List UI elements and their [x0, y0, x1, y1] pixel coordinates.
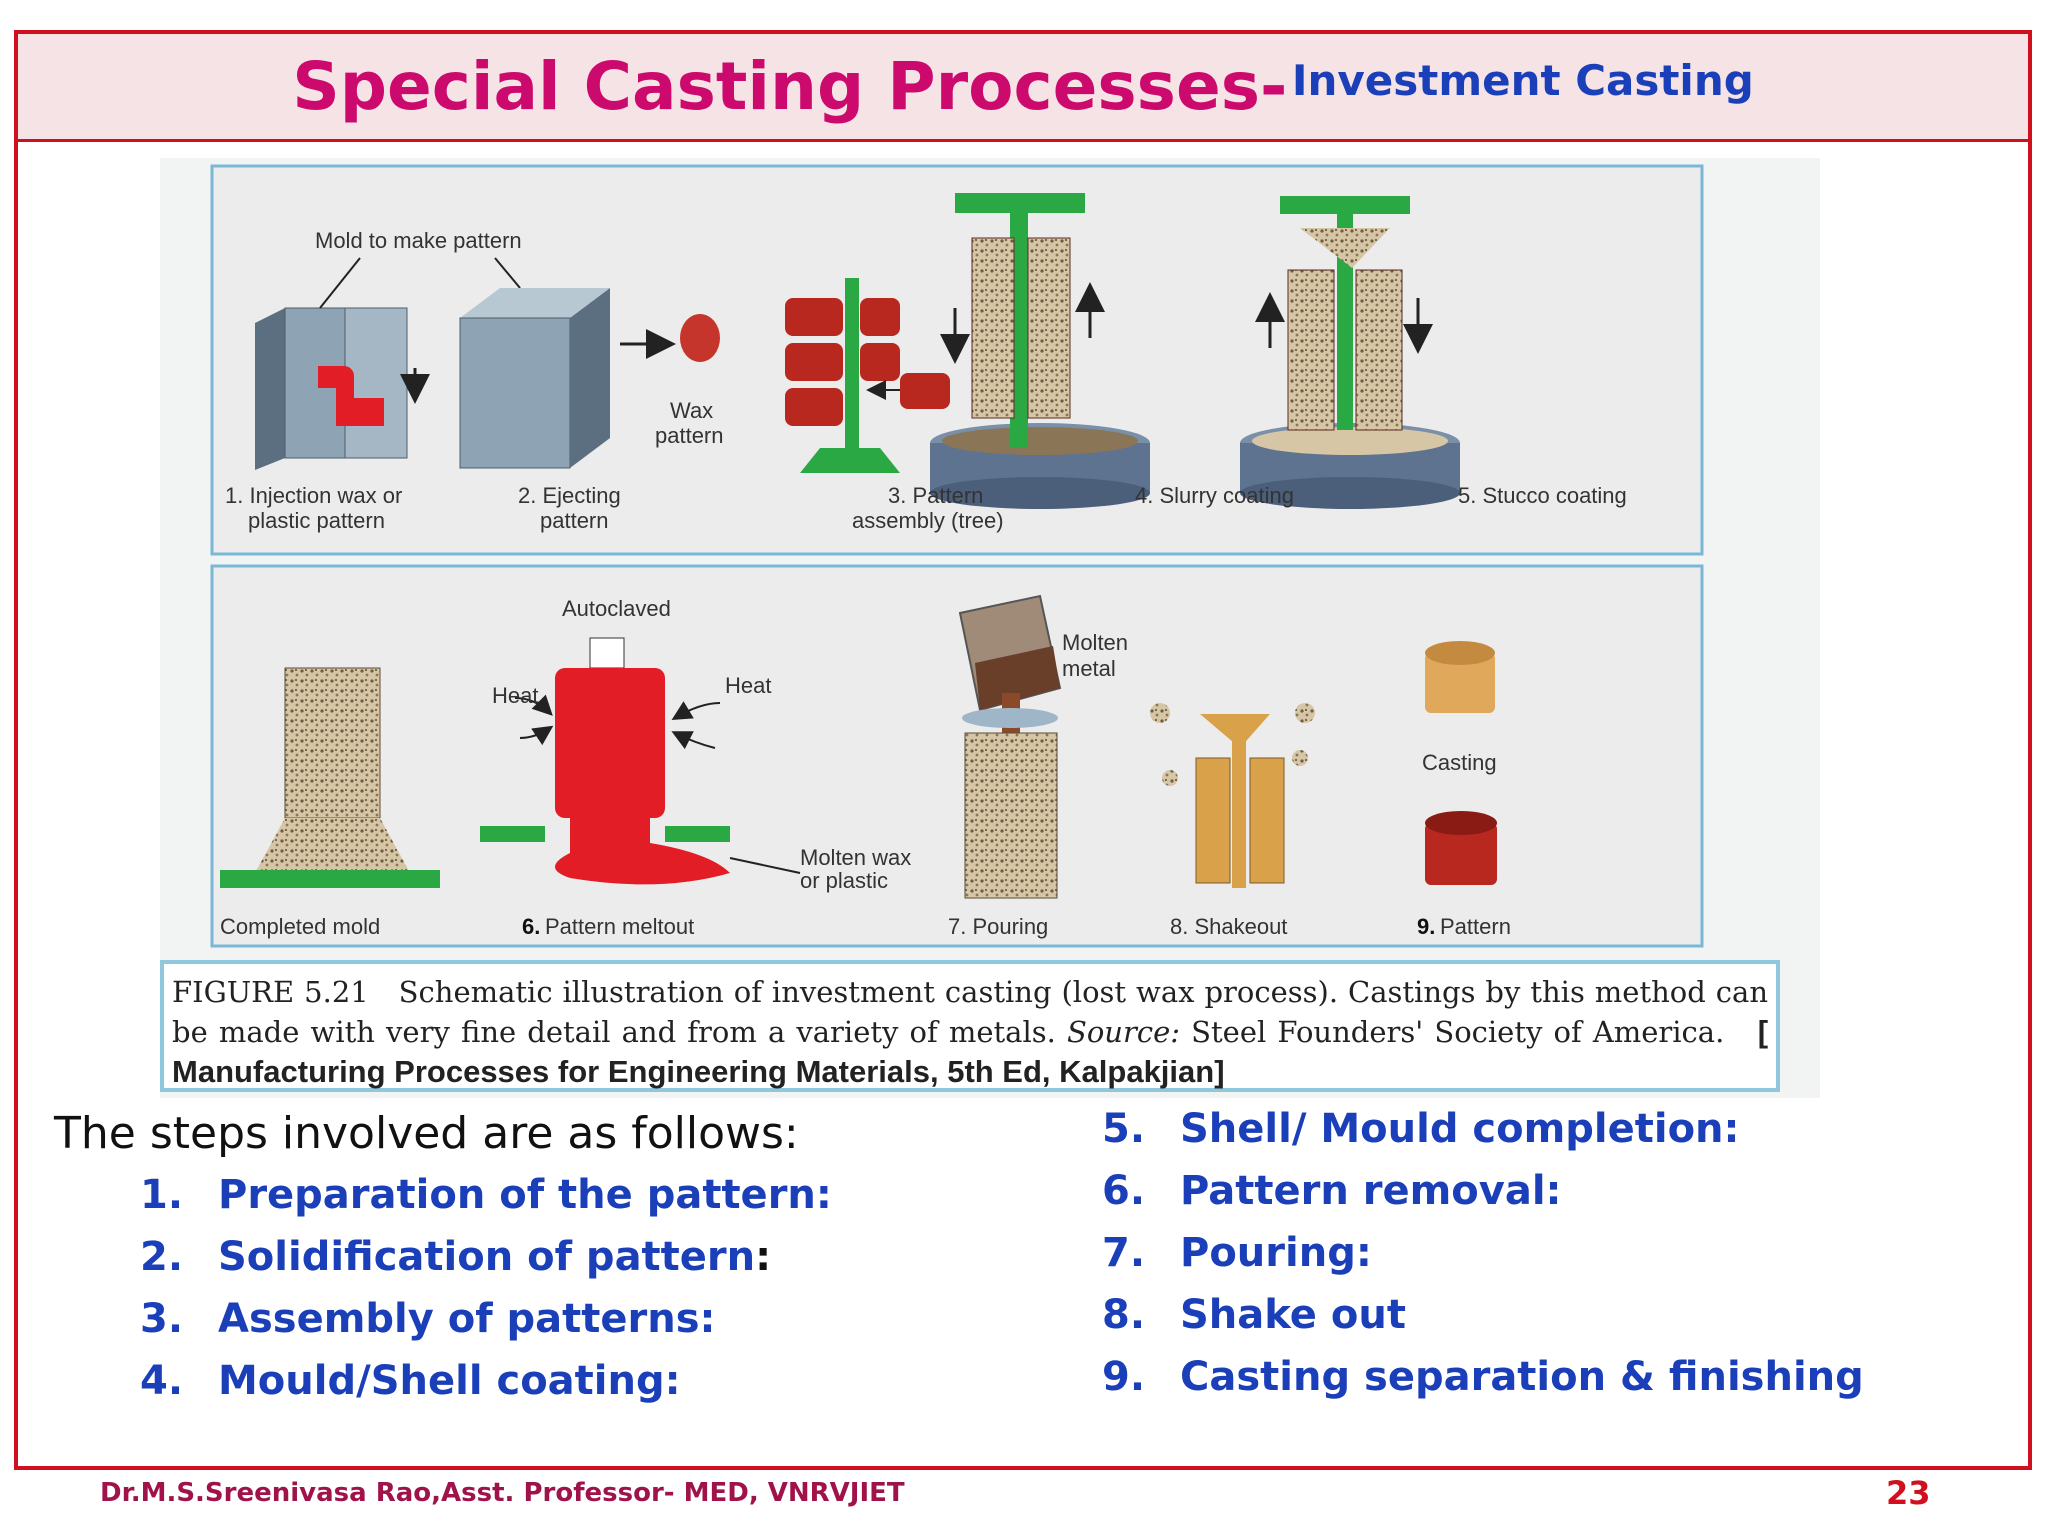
- list-item: 3.Assembly of patterns:: [140, 1296, 716, 1342]
- list-item: 7.Pouring:: [1102, 1230, 1372, 1276]
- label-step6: Pattern meltout: [545, 914, 694, 939]
- stucco-tank: [1240, 196, 1460, 509]
- steps-list-right: 5.Shell/ Mould completion: 6.Pattern rem…: [1102, 1106, 1864, 1416]
- title-bar: Special Casting Processes- Investment Ca…: [18, 34, 2028, 142]
- injection-mold: [255, 307, 430, 470]
- slide-title: Special Casting Processes-: [292, 48, 1288, 125]
- slurry-tank: [930, 193, 1150, 509]
- caption-source: Steel Founders' Society of America.: [1191, 1015, 1725, 1049]
- pouring: [958, 594, 1062, 899]
- figure-caption: FIGURE 5.21 Schematic illustration of in…: [160, 960, 1780, 1092]
- pattern-tree: [785, 278, 950, 473]
- label-casting: Casting: [1422, 750, 1497, 775]
- caption-source-label: Source:: [1066, 1015, 1181, 1049]
- label-heat-right: Heat: [725, 673, 771, 698]
- label-completed-mold: Completed mold: [220, 914, 380, 939]
- slide-subtitle: Investment Casting: [1291, 56, 1754, 105]
- label-autoclaved: Autoclaved: [562, 596, 671, 621]
- slide-frame: [14, 30, 2032, 1470]
- label-mold-to-make-pattern: Mold to make pattern: [315, 228, 522, 253]
- label-molten-metal-1: Molten: [1062, 630, 1128, 655]
- page-number: 23: [1886, 1474, 1931, 1512]
- list-item: 2.Solidification of pattern:: [140, 1234, 772, 1280]
- list-item: 4.Mould/Shell coating:: [140, 1358, 681, 1404]
- caption-figure-number: FIGURE 5.21: [172, 975, 369, 1009]
- steps-intro: The steps involved are as follows:: [54, 1108, 799, 1159]
- steps-list-left: 1.Preparation of the pattern: 2.Solidifi…: [140, 1172, 832, 1420]
- label-step3-b: assembly (tree): [852, 508, 1004, 533]
- list-item: 6.Pattern removal:: [1102, 1168, 1562, 1214]
- list-item: 9.Casting separation & finishing: [1102, 1354, 1864, 1400]
- label-step3-a: 3. Pattern: [888, 483, 983, 508]
- label-wax-2: pattern: [655, 423, 724, 448]
- list-item: 8.Shake out: [1102, 1292, 1406, 1338]
- label-step1-b: plastic pattern: [248, 508, 385, 533]
- shakeout: [1150, 703, 1315, 888]
- label-step9-num: 9.: [1417, 914, 1435, 939]
- list-item: 1.Preparation of the pattern:: [140, 1172, 832, 1218]
- label-step9: Pattern: [1440, 914, 1511, 939]
- caption-reference: [ Manufacturing Processes for Engineerin…: [172, 1014, 1769, 1089]
- label-step7: 7. Pouring: [948, 914, 1048, 939]
- label-step2-b: pattern: [540, 508, 609, 533]
- investment-casting-illustration: Mold to make pattern Wax pattern: [210, 164, 1704, 948]
- pattern-meltout: [480, 637, 801, 885]
- list-item: 5.Shell/ Mould completion:: [1102, 1106, 1740, 1152]
- label-heat-left: Heat: [492, 683, 538, 708]
- footer-author: Dr.M.S.Sreenivasa Rao,Asst. Professor- M…: [100, 1478, 905, 1508]
- label-step5: 5. Stucco coating: [1458, 483, 1627, 508]
- completed-mold: [220, 667, 440, 888]
- label-molten-wax-2: or plastic: [800, 868, 888, 893]
- label-wax-1: Wax: [670, 398, 713, 423]
- label-step2-a: 2. Ejecting: [518, 483, 621, 508]
- caption-text: Schematic illustration of investment cas…: [172, 975, 1768, 1049]
- label-step1-a: 1. Injection wax or: [225, 483, 402, 508]
- casting-and-pattern: [1425, 641, 1497, 885]
- figure: Mold to make pattern Wax pattern: [160, 158, 1820, 1098]
- ejecting-mold: [459, 288, 720, 469]
- label-molten-wax-1: Molten wax: [800, 845, 911, 870]
- label-step6-num: 6.: [522, 914, 540, 939]
- label-step4: 4. Slurry coating: [1135, 483, 1294, 508]
- label-molten-metal-2: metal: [1062, 656, 1116, 681]
- label-step8: 8. Shakeout: [1170, 914, 1287, 939]
